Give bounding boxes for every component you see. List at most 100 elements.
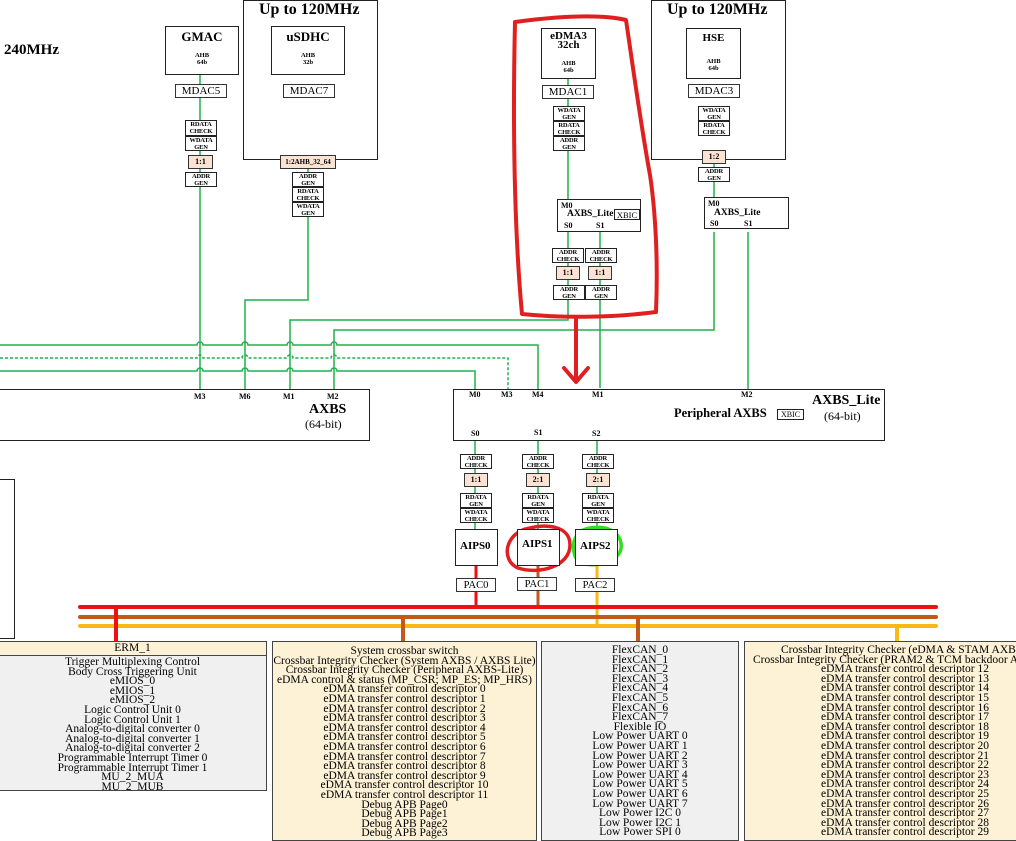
system-list-item: Debug APB Page0 [361, 798, 448, 811]
aips1-label: AIPS1 [522, 538, 553, 550]
erm-list-item: Analog-to-digital converter 2 [65, 742, 200, 755]
edma-xbic-badge: XBIC [614, 209, 640, 220]
peripheral-buses [78, 605, 938, 643]
system-list-item: eDMA transfer control descriptor 11 [320, 788, 489, 801]
edma-name: eDMA3 [550, 30, 587, 42]
integrity-list-item: eDMA transfer control descriptor 12 [821, 663, 989, 676]
aips0: AIPS0 [455, 529, 498, 566]
erm-list-item: Body Cross Triggering Unit [68, 665, 197, 678]
flexcan-list-item: FlexCAN_3 [611, 672, 669, 685]
freq-label-240mhz: 240MHz [4, 42, 59, 58]
edma-wdata-gen: WDATA GEN [553, 106, 585, 121]
flexcan-list-item: Flexible IO [613, 720, 667, 733]
s0-wdata-check: WDATA CHECK [460, 508, 492, 523]
integrity-list-item: eDMA transfer control descriptor 16 [821, 701, 989, 714]
s0-ratio: 1:1 [464, 473, 488, 487]
flexcan-list-item: FlexCAN_7 [611, 711, 669, 724]
erm-list-item: eMIOS_0 [109, 675, 156, 688]
paxbs-m4: M4 [532, 390, 544, 399]
axbs-port-m1: M1 [283, 392, 295, 401]
paxbs-s2: S2 [592, 429, 601, 438]
edma-addr-gen: ADDR GEN [553, 136, 585, 151]
hse-domain-freq: Up to 120MHz [667, 1, 768, 18]
axbs-port-m2: M2 [327, 392, 339, 401]
hse-bus: AHB [706, 58, 721, 65]
erm-header: ERM_1 [0, 642, 266, 656]
aips2: AIPS2 [575, 529, 618, 566]
integrity-list-item: eDMA transfer control descriptor 14 [821, 682, 989, 695]
integrity-list-item: eDMA transfer control descriptor 26 [821, 797, 989, 810]
paxbs-m1: M1 [592, 390, 604, 399]
integrity-list-item: eDMA transfer control descriptor 17 [821, 711, 989, 724]
axbs-width: (64-bit) [305, 417, 342, 431]
aips0-label: AIPS0 [460, 540, 491, 552]
s0-rdata-gen: RDATA GEN [460, 493, 492, 508]
paxbs-m0: M0 [469, 390, 481, 399]
s2-wdata-check: WDATA CHECK [582, 508, 614, 523]
s1-rdata-gen: RDATA GEN [522, 493, 554, 508]
paxbs-type: AXBS_Lite [812, 393, 881, 408]
edma-s0-addr-gen: ADDR GEN [553, 285, 585, 300]
edma-s0-ratio: 1:1 [556, 266, 580, 280]
mdac7: MDAC7 [283, 84, 335, 98]
edma-xbar-s0: S0 [564, 221, 573, 230]
erm-list-item: Programmable Interrupt Timer 1 [57, 761, 208, 774]
erm-list-item: Analog-to-digital converter 0 [65, 723, 200, 736]
s1-ratio: 2:1 [526, 473, 550, 487]
edma-channels: 32ch [557, 39, 580, 51]
paxbs-xbic-badge: XBIC [777, 409, 804, 420]
integrity-list-item: eDMA transfer control descriptor 13 [821, 672, 989, 685]
hse-clock-domain: Up to 120MHz [651, 0, 786, 160]
integrity-list-item: eDMA transfer control descriptor 22 [821, 759, 989, 772]
usdhc-bus: AHB [300, 52, 316, 59]
erm-list-item: Programmable Interrupt Timer 0 [57, 751, 208, 764]
edma-s1-ratio: 1:1 [588, 266, 612, 280]
system-list-item: eDMA transfer control descriptor 10 [320, 779, 489, 792]
gmac-wdata-gen: WDATA GEN [185, 136, 217, 151]
s1-addr-check: ADDR CHECK [522, 454, 554, 469]
pac1: PAC1 [517, 577, 557, 591]
panel-integrity: Crossbar Integrity Checker (eDMA & STAM … [744, 641, 1016, 841]
integrity-item-list: Crossbar Integrity Checker (eDMA & STAM … [745, 644, 1016, 838]
mdac5: MDAC5 [175, 84, 227, 98]
gmac-width: 64b [196, 59, 208, 66]
peripheral-axbs: M0 M3 M4 M1 M2 Peripheral AXBS XBIC AXBS… [453, 389, 885, 441]
integrity-list-item: eDMA transfer control descriptor 23 [821, 768, 989, 781]
integrity-list-item: eDMA transfer control descriptor 24 [821, 778, 989, 791]
erm-list-item: Logic Control Unit 0 [84, 703, 181, 716]
erm-list-item: Logic Control Unit 1 [84, 713, 181, 726]
s2-rdata-gen: RDATA GEN [582, 493, 614, 508]
hse-name: HSE [702, 32, 725, 44]
usdhc-wdata-gen: WDATA GEN [292, 202, 324, 217]
gmac-bus: AHB [194, 52, 210, 59]
edma-highlight-outline [511, 14, 659, 319]
aips1-circle [505, 524, 572, 573]
integrity-list-item: eDMA transfer control descriptor 19 [821, 730, 989, 743]
integrity-list-item: eDMA transfer control descriptor 18 [821, 720, 989, 733]
flexcan-list-item: Low Power UART 7 [592, 797, 688, 810]
erm-list-item: eMIOS_2 [109, 694, 156, 707]
integrity-list-item: eDMA transfer control descriptor 28 [821, 816, 989, 829]
wire-bus-to-m0 [0, 367, 476, 390]
s0-addr-check: ADDR CHECK [460, 454, 492, 469]
edma-xbar-s1: S1 [596, 221, 605, 230]
paxbs-width: (64-bit) [824, 409, 861, 423]
integrity-list-item: eDMA transfer control descriptor 15 [821, 691, 989, 704]
flexcan-list-item: FlexCAN_0 [611, 644, 669, 656]
usdhc-clock-domain: Up to 120MHz [243, 0, 378, 160]
edma-axbs-lite: M0 AXBS_Lite XBIC S0 S1 [557, 199, 641, 232]
aips1: AIPS1 [517, 529, 560, 566]
system-list-item: Debug APB Page2 [361, 817, 448, 830]
s2-addr-check: ADDR CHECK [582, 454, 614, 469]
aips2-label: AIPS2 [580, 540, 611, 552]
system-list-item: eDMA transfer control descriptor 5 [323, 731, 486, 744]
hse-xbar-name: AXBS_Lite [714, 208, 761, 218]
integrity-list-item: Crossbar Integrity Checker (eDMA & STAM … [781, 644, 1016, 656]
